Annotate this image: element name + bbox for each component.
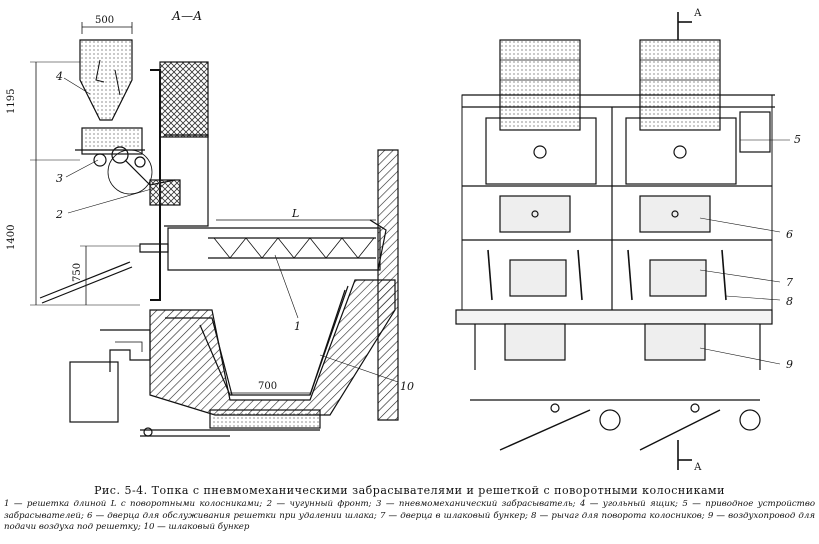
dim-700: 700 xyxy=(258,381,277,392)
callout-4: 4 xyxy=(55,70,63,83)
legend-item: 2 — чугунный фронт; xyxy=(266,499,372,509)
legend-item: 9 — воздухопровод для подачи воздуха под… xyxy=(4,510,816,533)
dim-1195: 1195 xyxy=(6,89,17,114)
callout-2: 2 xyxy=(55,208,63,221)
legend-item: 5 — приводное устройство забрасывателей; xyxy=(4,499,816,521)
dim-750: 750 xyxy=(72,263,83,282)
callout-8: 8 xyxy=(786,295,793,308)
callout-9: 9 xyxy=(786,358,793,371)
furnace-drawing: А—А 500 1195 1400 750 xyxy=(6,8,801,473)
legend-item: 4 — угольный ящик; xyxy=(579,499,678,509)
callout-7: 7 xyxy=(786,276,793,289)
legend-item: 7 — дверца в шлаковый бункер; xyxy=(379,510,528,521)
section-label: А—А xyxy=(171,9,202,23)
section-view: А—А 500 1195 1400 750 xyxy=(6,9,414,437)
legend-item: 1 — решетка длиной L с поворотными колос… xyxy=(4,499,263,509)
section-mark-top: А xyxy=(694,8,702,19)
callout-3: 3 xyxy=(56,172,63,185)
callout-5: 5 xyxy=(794,133,801,146)
figure-caption: Рис. 5-4. Топка с пневмомеханическими за… xyxy=(94,484,725,497)
legend-item: 3 — пневмомеханический забрасыватель; xyxy=(375,499,576,509)
callout-10: 10 xyxy=(400,380,414,393)
dim-L: L xyxy=(291,207,299,220)
callout-6: 6 xyxy=(786,228,793,241)
figure-legend: 1 — решетка длиной L с поворотными колос… xyxy=(4,499,815,534)
front-view: А А xyxy=(455,8,801,473)
legend-item: 8 — рычаг для поворота колосников; xyxy=(531,510,705,521)
section-mark-bottom: А xyxy=(694,462,702,473)
dim-1400: 1400 xyxy=(6,225,17,250)
legend-item: 10 — шлаковый бункер xyxy=(143,522,250,532)
dim-500: 500 xyxy=(95,15,114,26)
callout-1: 1 xyxy=(294,320,301,333)
legend-item: 6 — дверца для обслуживания решетки при … xyxy=(86,510,377,521)
